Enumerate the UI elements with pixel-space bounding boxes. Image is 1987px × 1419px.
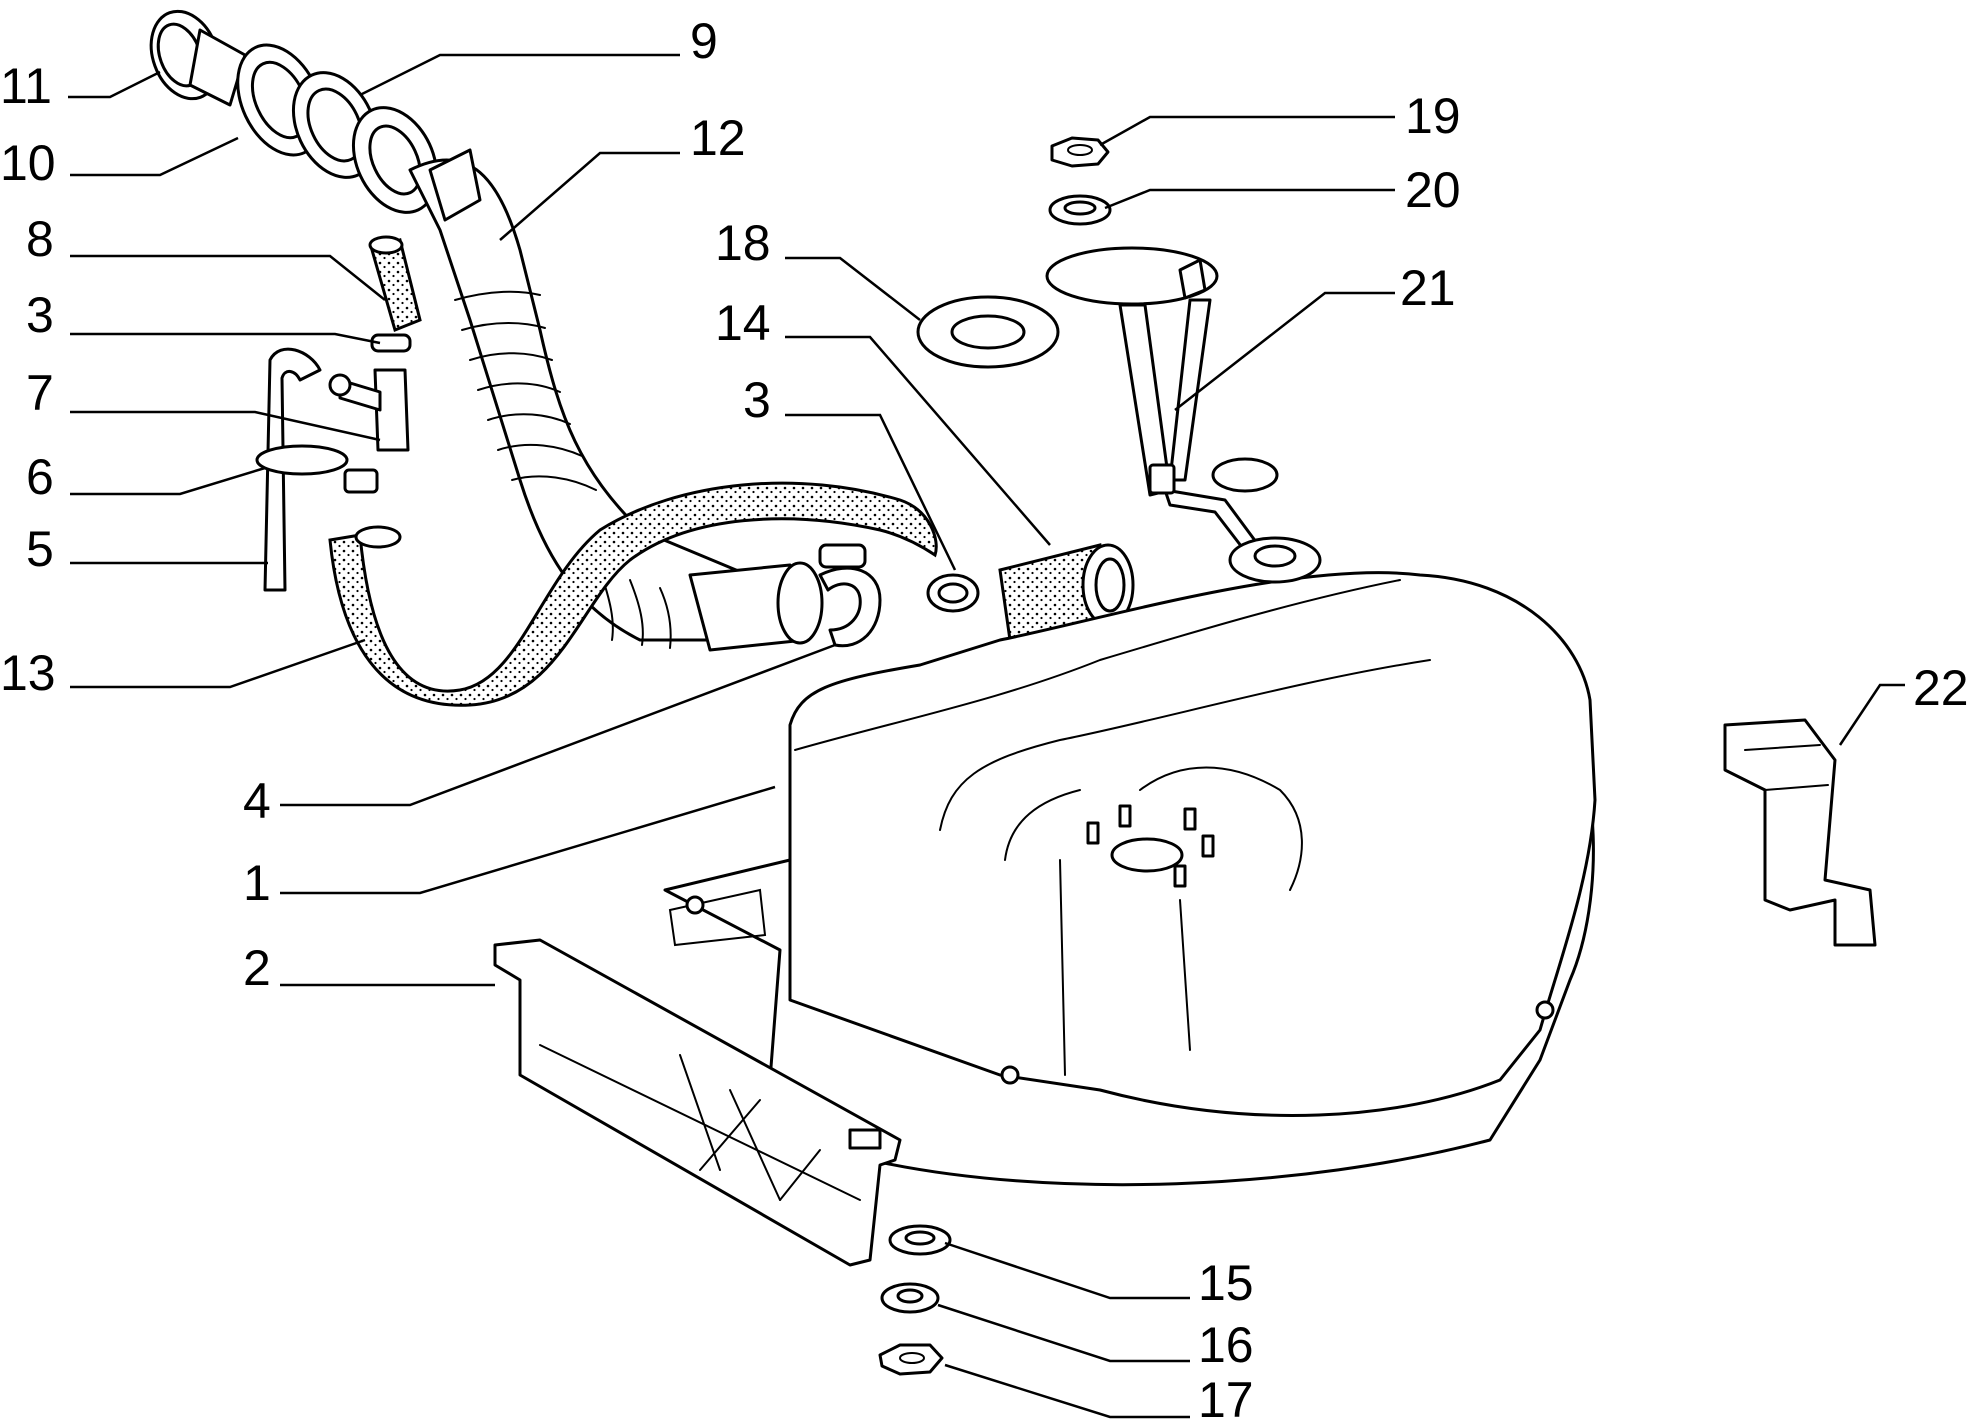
callout-16: 16 — [1198, 1317, 1254, 1373]
callout-9: 9 — [690, 13, 718, 69]
callout-17: 17 — [1198, 1372, 1254, 1419]
callout-3-right: 3 — [743, 372, 771, 428]
callout-8: 8 — [26, 211, 54, 267]
callout-18: 18 — [715, 215, 771, 271]
callout-14: 14 — [715, 295, 771, 351]
mounting-bracket-right-part — [1723, 718, 1877, 947]
overflow-pipe-part — [255, 347, 379, 592]
callout-15: 15 — [1198, 1255, 1254, 1311]
callout-7: 7 — [26, 365, 54, 421]
callout-5: 5 — [26, 521, 54, 577]
breather-hose-part — [328, 235, 422, 452]
stud-bolts — [1086, 804, 1215, 888]
callout-11: 11 — [0, 58, 52, 114]
washer-bottom-part — [888, 1224, 952, 1256]
callout-13: 13 — [0, 645, 56, 701]
leader-lines — [68, 53, 1905, 1419]
callout-6: 6 — [26, 449, 54, 505]
callout-3-left: 3 — [26, 287, 54, 343]
filler-pipe-part — [408, 148, 824, 652]
callout-22: 22 — [1913, 660, 1969, 716]
tank-cradle-part — [493, 938, 902, 1267]
callout-20: 20 — [1405, 162, 1461, 218]
lock-washer-part — [880, 1282, 940, 1314]
callout-10: 10 — [0, 135, 56, 191]
washer-top-part — [1048, 194, 1112, 226]
filler-neck-rings-part — [236, 43, 439, 214]
callout-labels: 11 10 9 12 8 3 7 6 5 13 18 14 3 19 20 21… — [0, 13, 1969, 1419]
callout-19: 19 — [1405, 88, 1461, 144]
fuel-level-sender-part — [1045, 246, 1279, 557]
nut-bottom-part — [878, 1343, 944, 1376]
fuel-tank-part — [663, 536, 1597, 1187]
speckled-hose-part — [328, 481, 938, 707]
callout-12: 12 — [690, 110, 746, 166]
fuel-cap-part — [149, 9, 247, 107]
callout-1: 1 — [243, 855, 271, 911]
sender-gasket-part — [916, 295, 1060, 369]
callout-4: 4 — [243, 773, 271, 829]
nut-top-part — [1050, 136, 1110, 168]
callout-21: 21 — [1400, 260, 1456, 316]
hose-clamp-part — [818, 543, 882, 648]
callout-2: 2 — [243, 940, 271, 996]
hose-clip-right-part — [926, 573, 980, 613]
